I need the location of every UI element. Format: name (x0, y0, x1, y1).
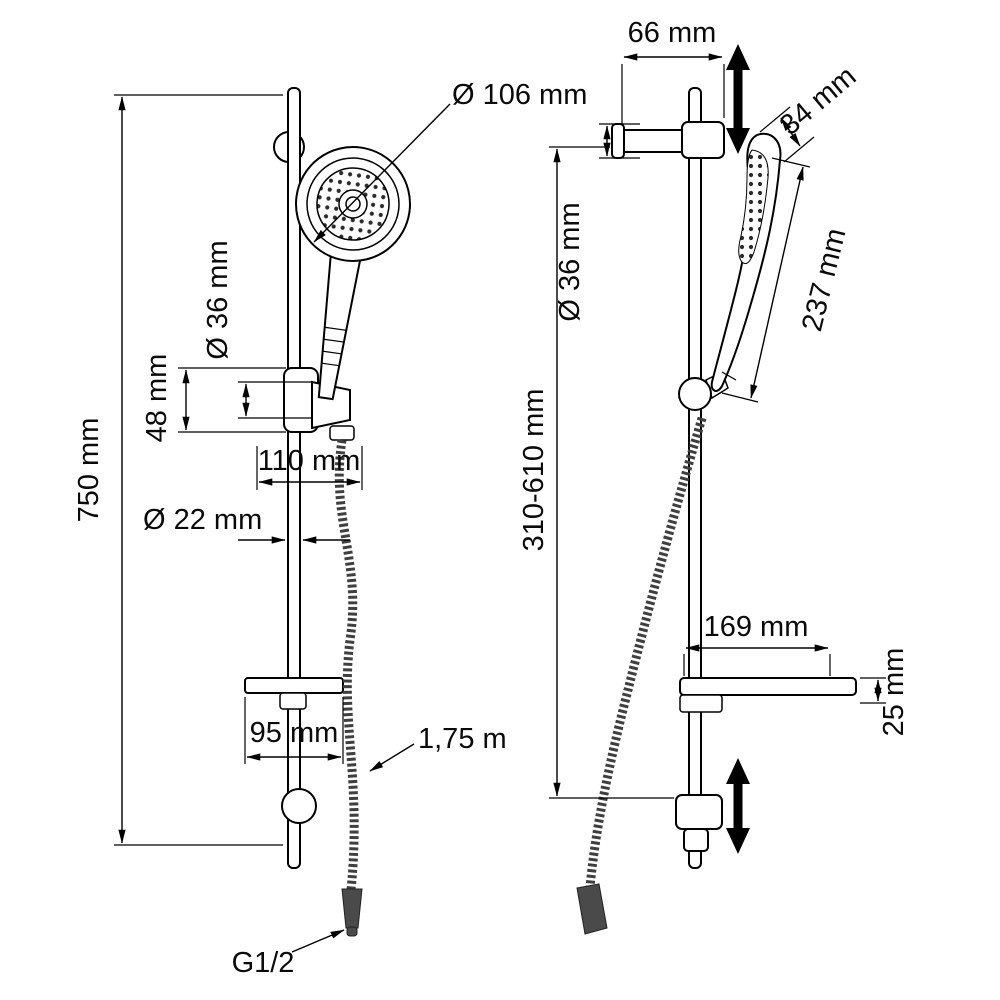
dim-label-connection-thread: G1/2 (232, 947, 295, 979)
dim-label-shelf-width: 95 mm (250, 717, 339, 749)
slider-holder-side (678, 377, 712, 411)
hand-shower-side (710, 132, 782, 392)
shower-rail-front (287, 87, 301, 869)
dim-label-adjust-range: 310-610 mm (518, 389, 550, 552)
dim-label-head-diameter: Ø 106 mm (452, 79, 587, 111)
bottom-bracket-clamp (675, 794, 723, 830)
dim-shelf-width: 95 mm (244, 697, 344, 764)
hose-tip-front (346, 926, 358, 937)
soap-shelf-mount (279, 692, 307, 710)
adjust-arrow-bottom (726, 758, 750, 854)
hand-shower-front (295, 146, 411, 401)
dim-label-holder-height: 48 mm (141, 354, 173, 443)
hose-cone-side (576, 883, 608, 935)
dim-shelf-thickness: 25 mm (860, 648, 910, 737)
shower-hose-side (585, 416, 707, 889)
top-bracket-wall-plate (611, 123, 625, 159)
dim-label-shelf-depth: 169 mm (704, 611, 809, 643)
dim-height-750: 750 mm (73, 94, 283, 846)
dim-label-handset-thickness: 34 mm (774, 60, 862, 141)
dim-holder-diameter: Ø 36 mm (202, 240, 312, 419)
top-bracket-clamp (681, 121, 725, 159)
dim-label-handset-length: 237 mm (796, 225, 852, 334)
dim-connection-thread: G1/2 (232, 929, 345, 979)
soap-shelf-side-mount (679, 694, 723, 713)
dim-bracket-depth: 66 mm (621, 17, 725, 124)
dim-label-bracket-depth: 66 mm (628, 17, 717, 49)
shower-head-cap-center (345, 196, 361, 212)
dim-hose-length: 1,75 m (369, 723, 507, 772)
dim-label-bracket-diameter: Ø 36 mm (554, 202, 586, 321)
dim-head-offset: 110 mm (256, 445, 363, 490)
dim-label-rail-diameter: Ø 22 mm (143, 504, 262, 536)
hose-nut-front (329, 425, 355, 441)
shower-hose-front (334, 439, 359, 891)
bottom-bracket-collar (683, 828, 709, 852)
dim-head-diameter: Ø 106 mm (313, 79, 587, 243)
dim-label-hose-length: 1,75 m (418, 723, 507, 755)
dim-label-holder-diameter: Ø 36 mm (202, 240, 234, 359)
top-bracket-arm (621, 129, 691, 153)
soap-shelf-front (244, 677, 344, 694)
side-view: 66 mm 34 mm 237 mm Ø 36 mm 3 (518, 17, 910, 935)
bottom-knob (281, 788, 317, 824)
soap-shelf-side (679, 677, 857, 696)
dim-label-head-offset: 110 mm (258, 445, 361, 477)
dim-holder-height: 48 mm (141, 354, 286, 443)
dim-label-height: 750 mm (73, 418, 105, 523)
dim-label-shelf-thickness: 25 mm (878, 648, 910, 737)
dim-bracket-diameter: Ø 36 mm (554, 123, 640, 322)
dim-adjust-range: 310-610 mm (518, 146, 674, 799)
shower-rail-side (688, 87, 702, 869)
adjust-arrow-top (726, 44, 750, 154)
dim-shelf-depth: 169 mm (683, 611, 831, 676)
hose-cone-front (341, 888, 363, 929)
dim-rail-diameter: Ø 22 mm (143, 504, 350, 544)
front-view: 750 mm Ø 106 mm Ø 36 mm 48 mm 110 mm (73, 79, 587, 979)
